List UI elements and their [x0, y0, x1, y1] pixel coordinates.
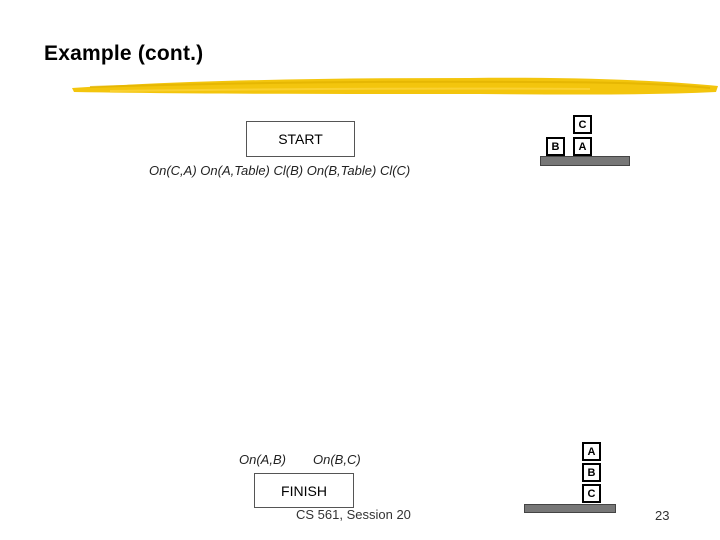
title-underline-brush — [72, 77, 718, 95]
finish-condition-on-b-c: On(B,C) — [313, 452, 361, 467]
footer-course-session: CS 561, Session 20 — [296, 507, 411, 522]
block-b: B — [546, 137, 565, 156]
start-conditions: On(C,A) On(A,Table) Cl(B) On(B,Table) Cl… — [149, 163, 411, 178]
initial-state-diagram: C B A — [540, 113, 632, 171]
finish-operator-box: FINISH — [254, 473, 354, 508]
table-surface — [524, 504, 616, 513]
table-surface — [540, 156, 630, 166]
slide-title: Example (cont.) — [44, 42, 204, 65]
block-c: C — [582, 484, 601, 503]
block-c: C — [573, 115, 592, 134]
goal-state-diagram: A B C — [524, 438, 616, 514]
start-operator-box: START — [246, 121, 355, 157]
block-b: B — [582, 463, 601, 482]
block-a: A — [573, 137, 592, 156]
block-a: A — [582, 442, 601, 461]
finish-condition-on-a-b: On(A,B) — [239, 452, 286, 467]
page-number: 23 — [655, 508, 670, 523]
